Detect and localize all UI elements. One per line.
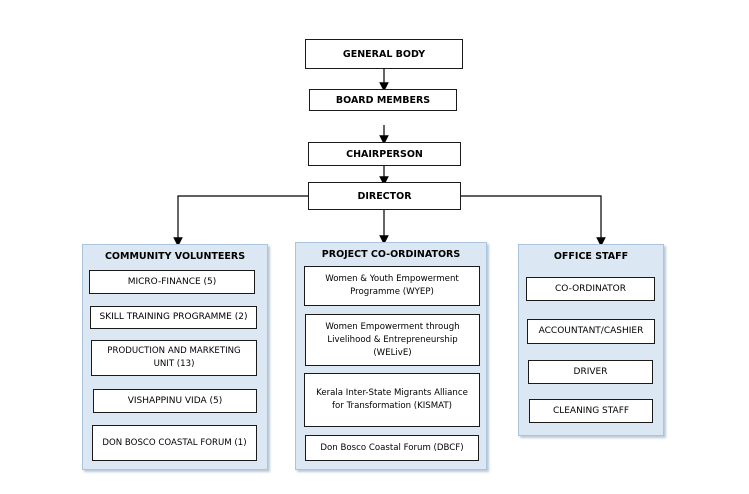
arrow-director-to-office	[460, 195, 606, 247]
chairperson-box: CHAIRPERSON	[308, 142, 461, 166]
community-item: PRODUCTION AND MARKETING UNIT (13)	[91, 340, 257, 376]
office-item: ACCOUNTANT/CASHIER	[527, 319, 655, 344]
community-item: SKILL TRAINING PROGRAMME (2)	[90, 306, 257, 329]
board-members-box: BOARD MEMBERS	[309, 89, 457, 111]
office-item: CO-ORDINATOR	[526, 277, 655, 301]
project-item: Women & Youth Empowerment Programme (WYE…	[304, 266, 480, 306]
director-label: DIRECTOR	[357, 190, 412, 202]
project-item: Women Empowerment through Livelihood & E…	[305, 314, 480, 366]
community-item: VISHAPPINU VIDA (5)	[93, 389, 257, 413]
project-item: Don Bosco Coastal Forum (DBCF)	[305, 435, 479, 461]
office-staff-title: OFFICE STAFF	[553, 251, 629, 262]
board-members-label: BOARD MEMBERS	[335, 94, 431, 106]
project-coordinators-title: PROJECT CO-ORDINATORS	[321, 249, 461, 260]
project-item: Kerala Inter-State Migrants Alliance for…	[304, 373, 480, 427]
chairperson-label: CHAIRPERSON	[346, 148, 423, 160]
general-body-box: GENERAL BODY	[305, 39, 463, 69]
director-box: DIRECTOR	[308, 182, 461, 210]
general-body-label: GENERAL BODY	[342, 48, 426, 60]
community-item: MICRO-FINANCE (5)	[89, 270, 255, 294]
community-item: DON BOSCO COASTAL FORUM (1)	[92, 425, 257, 461]
community-volunteers-title: COMMUNITY VOLUNTEERS	[104, 251, 246, 262]
office-item: CLEANING STAFF	[529, 399, 653, 423]
arrow-director-to-community	[173, 195, 308, 247]
office-item: DRIVER	[528, 360, 653, 384]
